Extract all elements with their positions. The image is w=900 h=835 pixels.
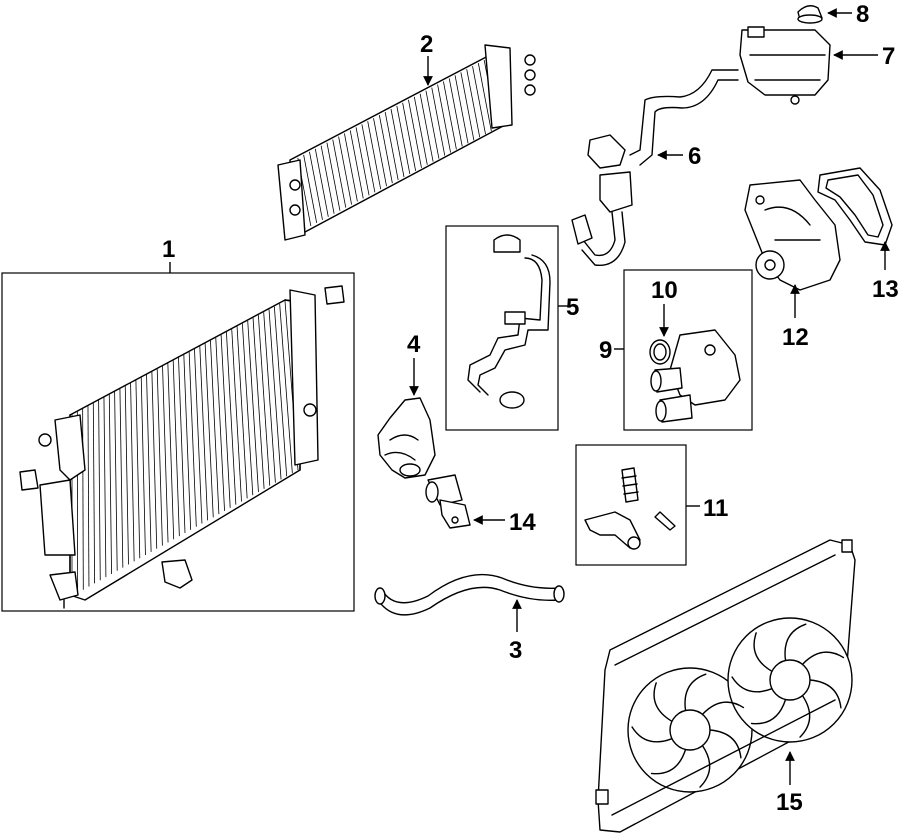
callout-8: 8 (827, 1, 869, 28)
callout-9: 9 (599, 337, 624, 364)
water-pump-gasket[interactable] (817, 167, 893, 246)
callout-2: 2 (420, 31, 433, 86)
coolant-overflow-hose[interactable] (571, 69, 739, 266)
fan-blades (631, 623, 845, 788)
callout-6: 6 (657, 143, 701, 170)
callout-number-2: 2 (420, 31, 433, 58)
reservoir-cap[interactable] (797, 5, 823, 24)
callout-number-4: 4 (407, 331, 421, 358)
callout-number-7: 7 (882, 43, 895, 70)
radiator-assembly[interactable] (1, 272, 355, 612)
water-pump[interactable] (744, 179, 841, 291)
callout-number-12: 12 (782, 324, 809, 351)
callout-number-6: 6 (688, 143, 701, 170)
hose-group-box (445, 225, 559, 431)
radiator-group-box (1, 272, 355, 612)
callout-number-9: 9 (599, 337, 612, 364)
callout-13: 13 (872, 241, 899, 303)
callout-1: 1 (162, 236, 175, 273)
callout-number-13: 13 (872, 276, 899, 303)
thermostat-housing-group[interactable] (623, 269, 753, 431)
callout-15: 15 (776, 751, 803, 816)
callout-7: 7 (833, 43, 895, 70)
connector-group-box (575, 444, 687, 566)
lower-radiator-hose[interactable] (374, 573, 565, 616)
callout-number-3: 3 (509, 637, 522, 664)
heater-hose-group[interactable] (445, 225, 559, 431)
callout-number-5: 5 (566, 294, 579, 321)
callout-11: 11 (686, 495, 728, 522)
callout-number-15: 15 (776, 789, 803, 816)
callout-4: 4 (407, 331, 421, 396)
auxiliary-water-pump[interactable] (425, 474, 471, 529)
radiator-core-fins (71, 300, 299, 596)
callout-3: 3 (509, 599, 522, 664)
callout-number-14: 14 (509, 509, 536, 536)
charge-air-cooler[interactable] (277, 44, 536, 241)
callout-number-10: 10 (651, 277, 678, 304)
coolant-reservoir[interactable] (739, 26, 831, 105)
callout-10: 10 (651, 277, 678, 337)
thermostat-group-box (623, 269, 753, 431)
callout-number-11: 11 (703, 495, 728, 522)
hose-connector-group[interactable] (575, 444, 687, 566)
callout-number-1: 1 (162, 236, 175, 263)
callout-5: 5 (558, 294, 579, 321)
fan-motor-right (769, 659, 811, 701)
upper-radiator-hose[interactable] (377, 397, 436, 479)
callout-14: 14 (473, 509, 536, 536)
fan-motor-left (669, 709, 711, 751)
thermostat-gasket[interactable] (649, 339, 671, 365)
callout-number-8: 8 (856, 1, 869, 28)
callout-12: 12 (782, 284, 809, 351)
cooling-fan-assembly[interactable] (595, 539, 856, 833)
